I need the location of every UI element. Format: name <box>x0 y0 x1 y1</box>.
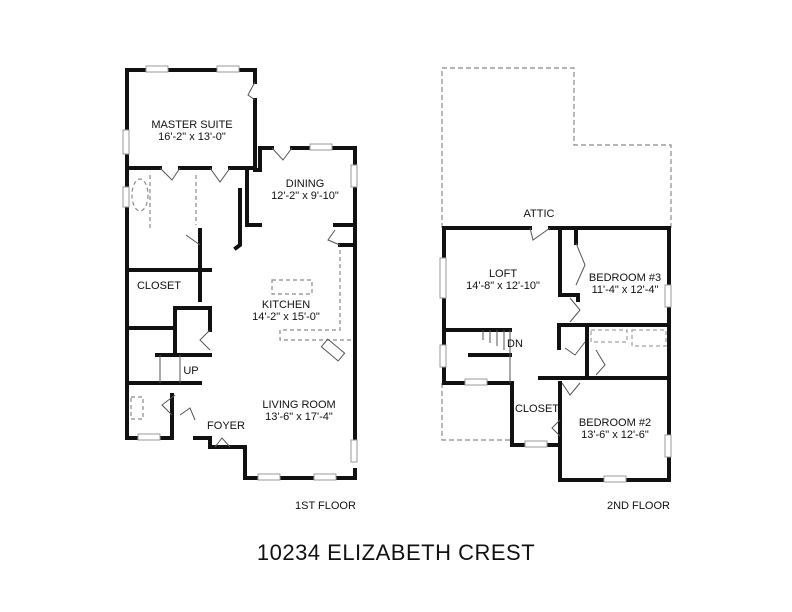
second-floor-dashed <box>590 329 667 347</box>
room-name: ATTIC <box>523 208 555 220</box>
attic-outline <box>441 67 672 441</box>
room-name: DINING <box>285 178 325 190</box>
room-dims: 14'-8" x 12'-10" <box>466 280 540 292</box>
property-title: 10234 ELIZABETH CREST <box>256 540 536 565</box>
room-name: BEDROOM #3 <box>588 272 662 284</box>
stair-up-label: UP <box>183 365 199 377</box>
first-floor-windows <box>122 65 358 481</box>
second-floor-windows <box>439 257 672 483</box>
first-floor-dashed <box>130 175 352 420</box>
room-dims: 14'-2" x 15'-0" <box>252 311 320 323</box>
room-name: KITCHEN <box>261 299 311 311</box>
room-name: FOYER <box>207 420 245 432</box>
room-closet-1st: CLOSET <box>137 280 181 292</box>
room-bedroom-3: BEDROOM #3 11'-4" x 12'-4" <box>589 272 661 296</box>
room-closet-2nd: CLOSET <box>515 403 559 415</box>
room-foyer: FOYER <box>207 420 245 432</box>
room-master-suite: MASTER SUITE 16'-2" x 13'-0" <box>151 119 232 143</box>
room-name: BEDROOM #2 <box>578 417 652 429</box>
second-floor-walls <box>442 226 671 482</box>
second-floor-caption: 2ND FLOOR <box>607 500 670 512</box>
room-living-room: LIVING ROOM 13'-6" x 17'-4" <box>262 399 335 423</box>
room-dims: 11'-4" x 12'-4" <box>591 284 659 296</box>
room-name: MASTER SUITE <box>151 119 233 131</box>
room-name: CLOSET <box>514 403 560 415</box>
room-name: LOFT <box>488 268 518 280</box>
room-dims: 13'-6" x 17'-4" <box>265 411 333 423</box>
room-loft: LOFT 14'-8" x 12'-10" <box>466 268 540 292</box>
room-dining: DINING 12'-2" x 9'-10" <box>271 178 339 202</box>
room-dims: 13'-6" x 12'-6" <box>581 429 649 441</box>
room-kitchen: KITCHEN 14'-2" x 15'-0" <box>252 299 320 323</box>
room-attic: ATTIC <box>524 208 555 220</box>
second-floor-doors <box>482 227 606 437</box>
room-bedroom-2: BEDROOM #2 13'-6" x 12'-6" <box>579 417 651 441</box>
room-name: CLOSET <box>136 280 182 292</box>
first-floor-doors <box>159 81 346 448</box>
stair-down-label: DN <box>507 338 523 350</box>
room-dims: 12'-2" x 9'-10" <box>271 190 339 202</box>
first-floor-caption: 1ST FLOOR <box>295 500 356 512</box>
room-dims: 16'-2" x 13'-0" <box>158 131 226 143</box>
room-name: LIVING ROOM <box>262 399 336 411</box>
